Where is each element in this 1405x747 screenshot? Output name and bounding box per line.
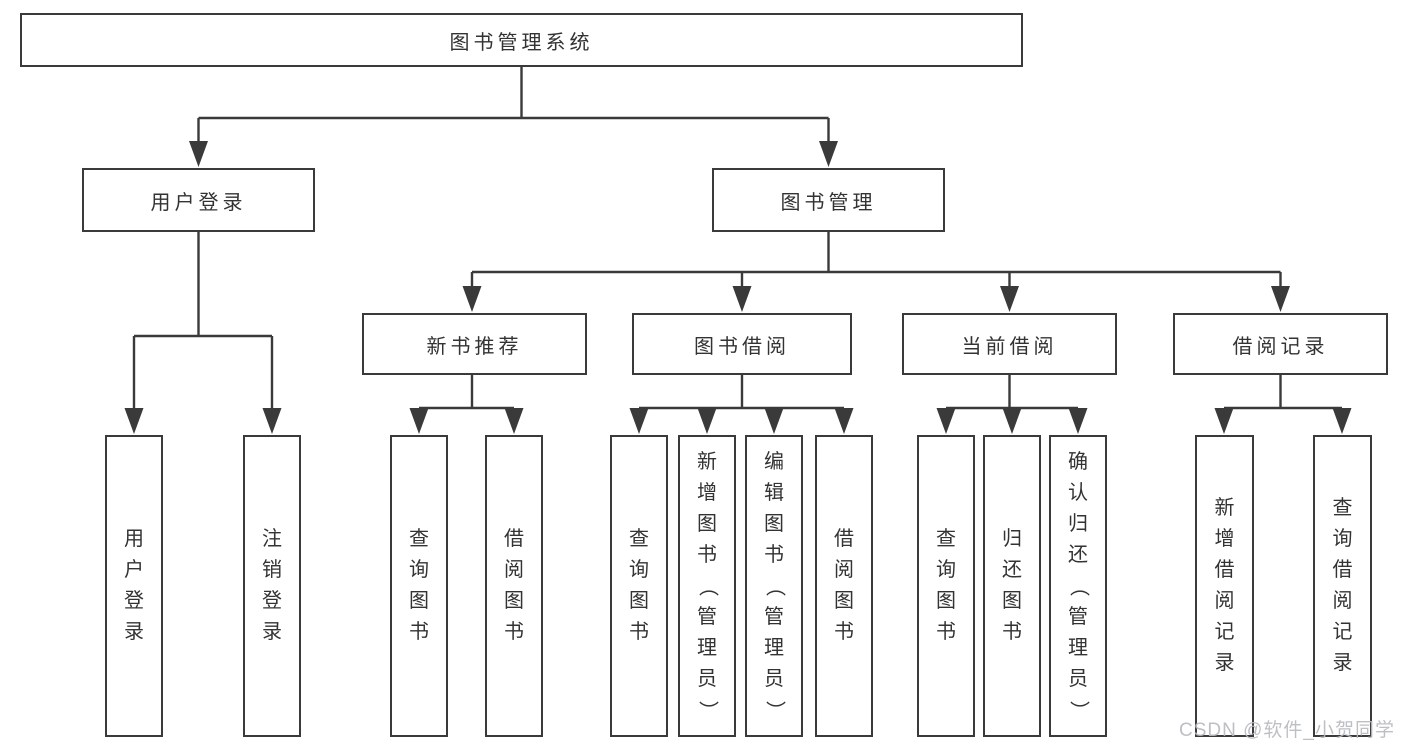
- node-return-book: 归还图书: [983, 435, 1041, 737]
- node-borrow-records: 借阅记录: [1173, 313, 1388, 375]
- node-current-borrow: 当前借阅: [902, 313, 1117, 375]
- node-query-books-borrow: 查询图书: [610, 435, 668, 737]
- node-book-borrow: 图书借阅: [632, 313, 852, 375]
- arrowhead-icons: [124, 141, 1352, 434]
- node-edit-book-admin: 编辑图书（管理员）: [745, 435, 803, 737]
- node-query-borrow-record: 查询借阅记录: [1313, 435, 1372, 737]
- node-add-book-admin: 新增图书（管理员）: [678, 435, 736, 737]
- node-root: 图书管理系统: [20, 13, 1023, 67]
- node-borrow-books-recommend: 借阅图书: [485, 435, 543, 737]
- node-new-book-recommend: 新书推荐: [362, 313, 587, 375]
- node-borrow-books-leaf: 借阅图书: [815, 435, 873, 737]
- node-add-borrow-record: 新增借阅记录: [1195, 435, 1254, 737]
- node-confirm-return-admin: 确认归还（管理员）: [1049, 435, 1107, 737]
- watermark: CSDN @软件_小贺同学: [1179, 720, 1395, 741]
- node-book-management: 图书管理: [712, 168, 945, 232]
- node-user-login: 用户登录: [82, 168, 315, 232]
- node-logout-login: 注销登录: [243, 435, 301, 737]
- node-user-login-leaf: 用户登录: [105, 435, 163, 737]
- node-query-books-current: 查询图书: [917, 435, 975, 737]
- node-query-books-recommend: 查询图书: [390, 435, 448, 737]
